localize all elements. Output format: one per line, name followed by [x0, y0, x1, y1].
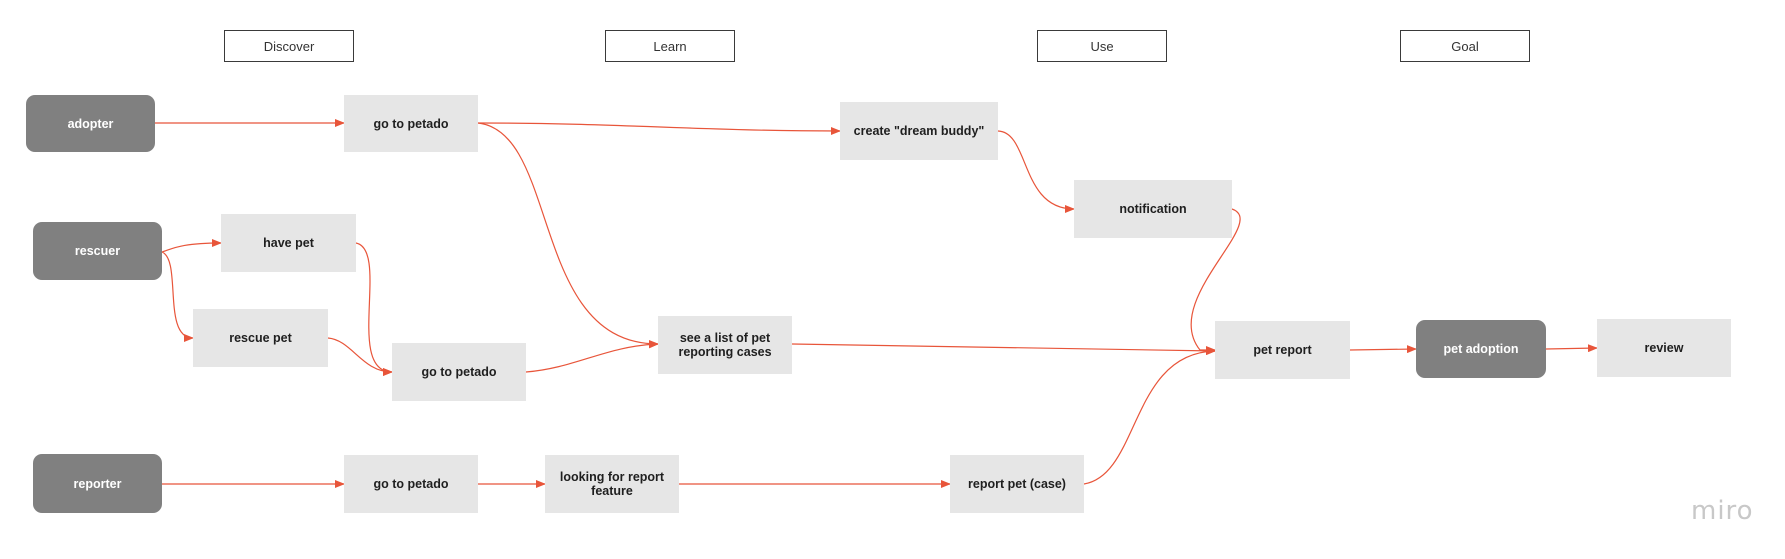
connector-seelist-to-petreport	[791, 343, 1216, 355]
step-adopter-go-to-petado[interactable]: go to petado	[344, 95, 478, 152]
step-pet-adoption[interactable]: pet adoption	[1416, 320, 1546, 378]
miro-watermark: miro	[1691, 496, 1754, 526]
connector-reportpet-to-petreport	[1083, 347, 1216, 485]
stage-learn[interactable]: Learn	[605, 30, 735, 62]
connector-havepet-to-goto	[355, 242, 393, 376]
connector-goto-to-seelist-2	[525, 340, 659, 373]
connector-rescuer-to-havepet	[161, 239, 222, 253]
step-review[interactable]: review	[1597, 319, 1731, 377]
connector-petreport-to-petadoption	[1349, 345, 1417, 354]
step-see-list-of-pet-reporting-cases[interactable]: see a list of pet reporting cases	[658, 316, 792, 374]
stage-discover[interactable]: Discover	[224, 30, 354, 62]
step-create-dream-buddy[interactable]: create "dream buddy"	[840, 102, 998, 160]
step-report-pet-case[interactable]: report pet (case)	[950, 455, 1084, 513]
stage-goal[interactable]: Goal	[1400, 30, 1530, 62]
actor-rescuer[interactable]: rescuer	[33, 222, 162, 280]
connector-rescuer-to-rescuepet	[161, 251, 194, 342]
connector-petadoption-to-review	[1545, 344, 1598, 353]
step-looking-for-report-feature[interactable]: looking for report feature	[545, 455, 679, 513]
step-reporter-go-to-petado[interactable]: go to petado	[344, 455, 478, 513]
stage-use[interactable]: Use	[1037, 30, 1167, 62]
connector-goto-to-seelist	[477, 122, 659, 348]
actor-adopter[interactable]: adopter	[26, 95, 155, 152]
step-rescue-pet[interactable]: rescue pet	[193, 309, 328, 367]
step-notification[interactable]: notification	[1074, 180, 1232, 238]
actor-reporter[interactable]: reporter	[33, 454, 162, 513]
connector-dreambuddy-to-notification	[997, 130, 1075, 213]
step-pet-report[interactable]: pet report	[1215, 321, 1350, 379]
step-have-pet[interactable]: have pet	[221, 214, 356, 272]
connector-rescuepet-to-goto	[327, 337, 393, 376]
connector-goto-to-dreambuddy	[477, 122, 841, 135]
step-rescuer-go-to-petado[interactable]: go to petado	[392, 343, 526, 401]
